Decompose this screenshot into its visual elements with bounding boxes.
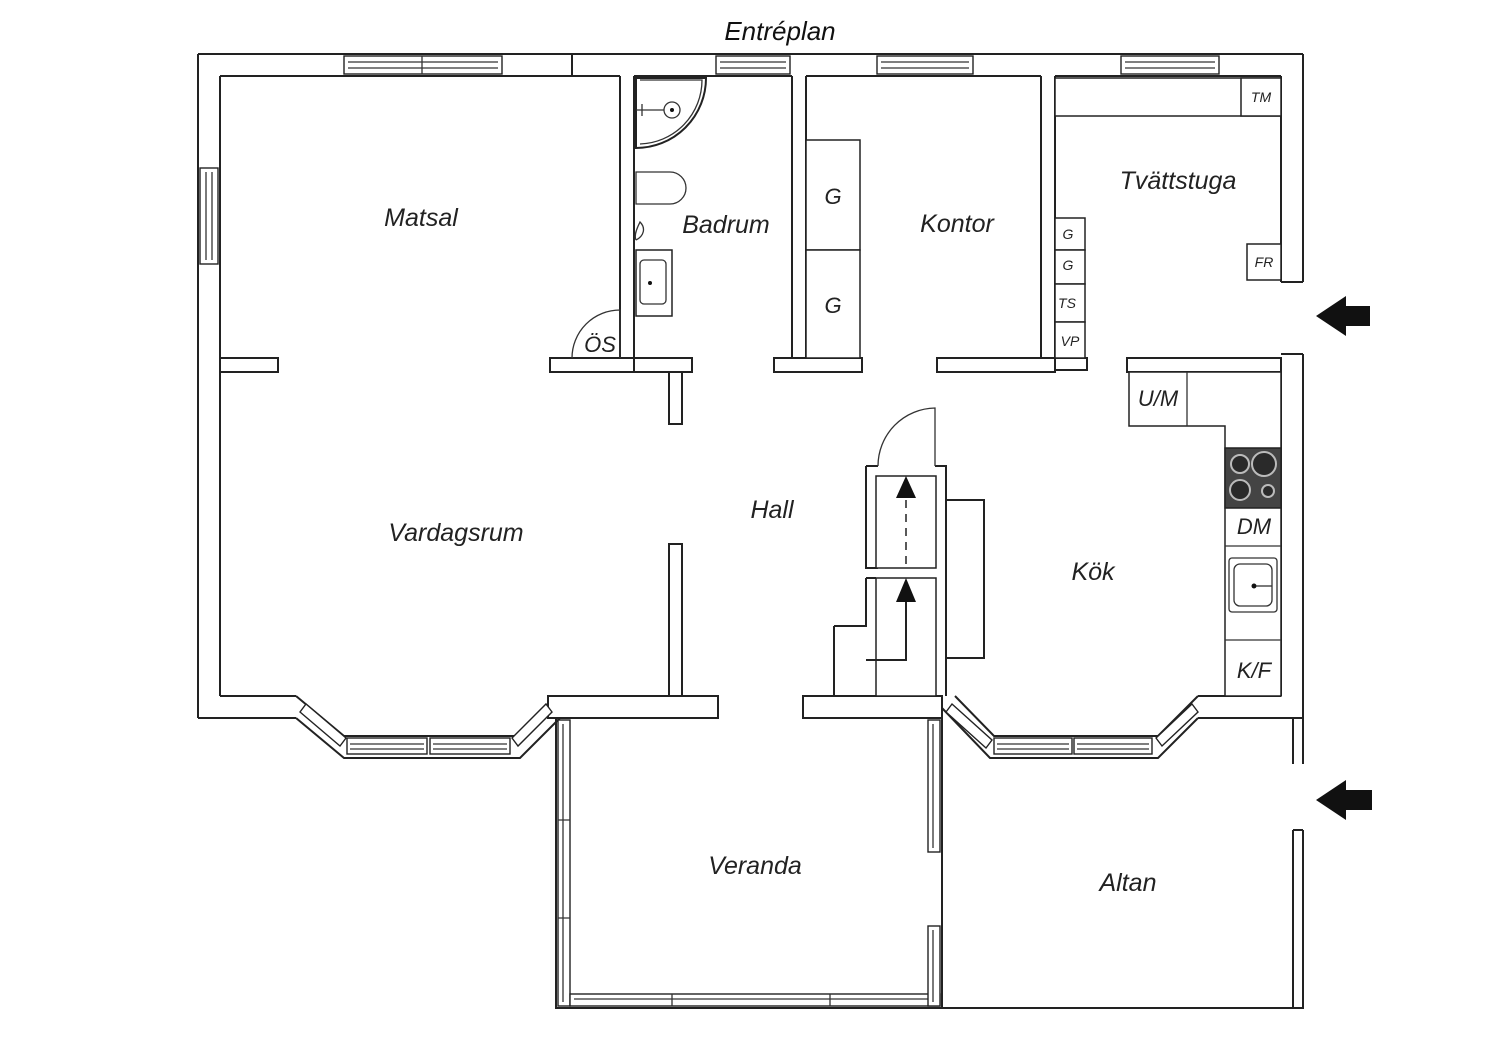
tm-label: TM [1251, 89, 1272, 105]
veranda-walls [555, 718, 943, 1009]
um-label: U/M [1138, 386, 1179, 411]
os-cabinet [571, 309, 621, 359]
room-label-veranda: Veranda [708, 852, 802, 880]
kontor-wardrobes [805, 139, 861, 359]
staircase [833, 407, 985, 697]
bay-window-left [295, 695, 561, 759]
bay-window-right [941, 695, 1199, 759]
kitchen-counter [1128, 371, 1282, 697]
shower [635, 77, 708, 150]
room-label-altan: Altan [1098, 869, 1157, 897]
plan-title: Entréplan [724, 16, 835, 46]
room-label-kok: Kök [1071, 558, 1116, 586]
wardrobe-label: G [824, 293, 841, 318]
kf-label: K/F [1237, 658, 1273, 683]
room-label-matsal: Matsal [384, 204, 459, 232]
room-label-tvattstuga: Tvättstuga [1120, 167, 1237, 195]
vp-label: VP [1061, 333, 1080, 349]
os-label: ÖS [584, 332, 616, 357]
ts-label: TS [1058, 295, 1077, 311]
top-windows [199, 55, 1220, 265]
entrance-arrow [1316, 296, 1370, 336]
toilet [635, 171, 687, 205]
wardrobe-label: G [824, 184, 841, 209]
room-label-kontor: Kontor [920, 210, 995, 238]
entrance-arrow [1316, 780, 1372, 820]
room-label-badrum: Badrum [682, 211, 770, 239]
room-label-hall: Hall [750, 496, 795, 524]
sink-bath [634, 220, 673, 317]
laundry-counter [1054, 77, 1282, 359]
fr-label: FR [1255, 254, 1274, 270]
room-label-vardagsrum: Vardagsrum [388, 519, 523, 547]
dm-label: DM [1237, 514, 1272, 539]
g-label: G [1063, 257, 1074, 273]
g-label: G [1063, 226, 1074, 242]
altan-walls [942, 718, 1304, 1009]
